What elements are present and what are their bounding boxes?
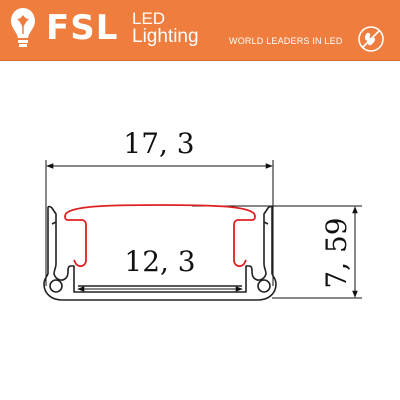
inner-width-dimension: 12, 3 bbox=[77, 245, 243, 292]
brand-subtitle: LED Lighting bbox=[132, 9, 199, 47]
brand-subtitle-line2: Lighting bbox=[132, 26, 199, 47]
aluminium-profile bbox=[43, 205, 277, 301]
profile-cross-section-diagram: 17, 3 7, 59 12, 3 bbox=[43, 127, 362, 301]
brand-subtitle-line1: LED bbox=[132, 9, 166, 28]
height-label: 7, 59 bbox=[320, 217, 353, 288]
brand-name: FSL bbox=[46, 8, 119, 48]
profile-outer-contour bbox=[43, 205, 277, 301]
profile-inner-channel bbox=[53, 222, 267, 293]
diffuser-cover bbox=[64, 204, 256, 267]
height-dimension: 7, 59 bbox=[192, 205, 362, 299]
left-screw-slot bbox=[49, 279, 63, 293]
outer-width-dimension: 17, 3 bbox=[45, 127, 274, 286]
right-screw-slot bbox=[257, 279, 271, 293]
profile-outer-contour-left-lip bbox=[47, 205, 57, 225]
inner-width-label: 12, 3 bbox=[124, 245, 195, 278]
lightbulb-flower-icon bbox=[11, 8, 35, 47]
world-map-icon bbox=[358, 26, 384, 52]
header-bar: FSL LED Lighting WORLD LEADERS IN LED bbox=[0, 0, 400, 61]
tagline: WORLD LEADERS IN LED bbox=[229, 36, 343, 46]
outer-width-label: 17, 3 bbox=[123, 127, 194, 160]
